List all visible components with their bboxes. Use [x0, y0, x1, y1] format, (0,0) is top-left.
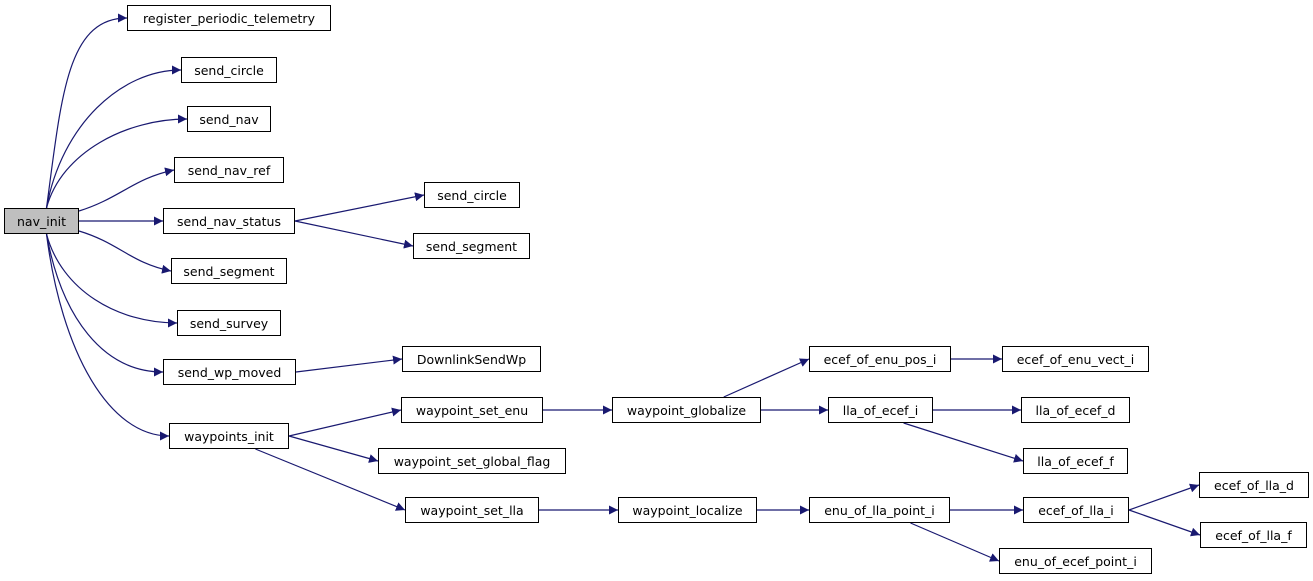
edge-nav_init-to-register_periodic_telemetry [45, 13, 128, 209]
edge-nav_init-to-send_nav [45, 114, 188, 209]
edge-send_nav_status-to-send_circle_2 [294, 192, 425, 222]
node-ecef-of-enu-vect-i[interactable]: ecef_of_enu_vect_i [1002, 346, 1149, 372]
node-send-segment-callee[interactable]: send_segment [413, 233, 530, 259]
node-send-survey[interactable]: send_survey [177, 310, 281, 336]
node-waypoint-set-enu[interactable]: waypoint_set_enu [401, 397, 543, 423]
edge-waypoints_init-to-waypoint_set_global_flag [288, 435, 379, 463]
node-waypoint-set-global-flag[interactable]: waypoint_set_global_flag [378, 448, 566, 474]
node-send-nav-status[interactable]: send_nav_status [163, 208, 295, 234]
node-send-circle[interactable]: send_circle [181, 57, 277, 83]
node-send-wp-moved[interactable]: send_wp_moved [163, 359, 296, 385]
node-ecef-of-enu-pos-i[interactable]: ecef_of_enu_pos_i [809, 346, 951, 372]
edge-lla_of_ecef_i-to-lla_of_ecef_f [903, 422, 1024, 463]
node-enu-of-ecef-point-i[interactable]: enu_of_ecef_point_i [999, 548, 1152, 574]
node-ecef-of-lla-d[interactable]: ecef_of_lla_d [1199, 472, 1309, 498]
node-send-circle-callee[interactable]: send_circle [424, 182, 520, 208]
edge-nav_init-to-send_segment [78, 230, 172, 274]
node-enu-of-lla-point-i[interactable]: enu_of_lla_point_i [809, 497, 950, 523]
edge-send_nav_status-to-send_segment_2 [294, 220, 414, 249]
node-waypoints-init[interactable]: waypoints_init [169, 423, 289, 449]
node-lla-of-ecef-i[interactable]: lla_of_ecef_i [828, 397, 933, 423]
node-register-periodic-telemetry[interactable]: register_periodic_telemetry [127, 5, 331, 31]
node-lla-of-ecef-d[interactable]: lla_of_ecef_d [1021, 397, 1130, 423]
edge-ecef_of_lla_i-to-ecef_of_lla_f [1128, 509, 1201, 537]
node-downlink-send-wp[interactable]: DownlinkSendWp [402, 346, 541, 372]
node-waypoint-localize[interactable]: waypoint_localize [618, 497, 757, 523]
edge-nav_init-to-waypoints_init [45, 233, 170, 441]
edge-nav_init-to-send_wp_moved [45, 233, 164, 377]
node-lla-of-ecef-f[interactable]: lla_of_ecef_f [1023, 448, 1128, 474]
node-send-segment[interactable]: send_segment [171, 258, 287, 284]
node-send-nav[interactable]: send_nav [187, 106, 271, 132]
edge-nav_init-to-send_nav_ref [78, 167, 175, 212]
edge-waypoint_globalize-to-ecef_of_enu_pos_i [723, 358, 810, 398]
node-waypoint-globalize[interactable]: waypoint_globalize [612, 397, 761, 423]
edge-waypoints_init-to-waypoint_set_lla [255, 448, 406, 511]
node-waypoint-set-lla[interactable]: waypoint_set_lla [405, 497, 539, 523]
edge-waypoints_init-to-waypoint_set_enu [288, 407, 402, 437]
node-send-nav-ref[interactable]: send_nav_ref [174, 157, 284, 183]
edge-nav_init-to-send_circle [45, 65, 182, 209]
edge-enu_of_lla_point_i-to-enu_of_ecef_point_i [910, 522, 1000, 562]
edge-send_wp_moved-to-DownlinkSendWp [295, 355, 403, 373]
node-ecef-of-lla-i[interactable]: ecef_of_lla_i [1023, 497, 1129, 523]
node-ecef-of-lla-f[interactable]: ecef_of_lla_f [1200, 522, 1307, 548]
node-nav-init: nav_init [4, 208, 79, 234]
edge-ecef_of_lla_i-to-ecef_of_lla_d [1128, 483, 1200, 511]
edge-nav_init-to-send_survey [45, 233, 178, 328]
